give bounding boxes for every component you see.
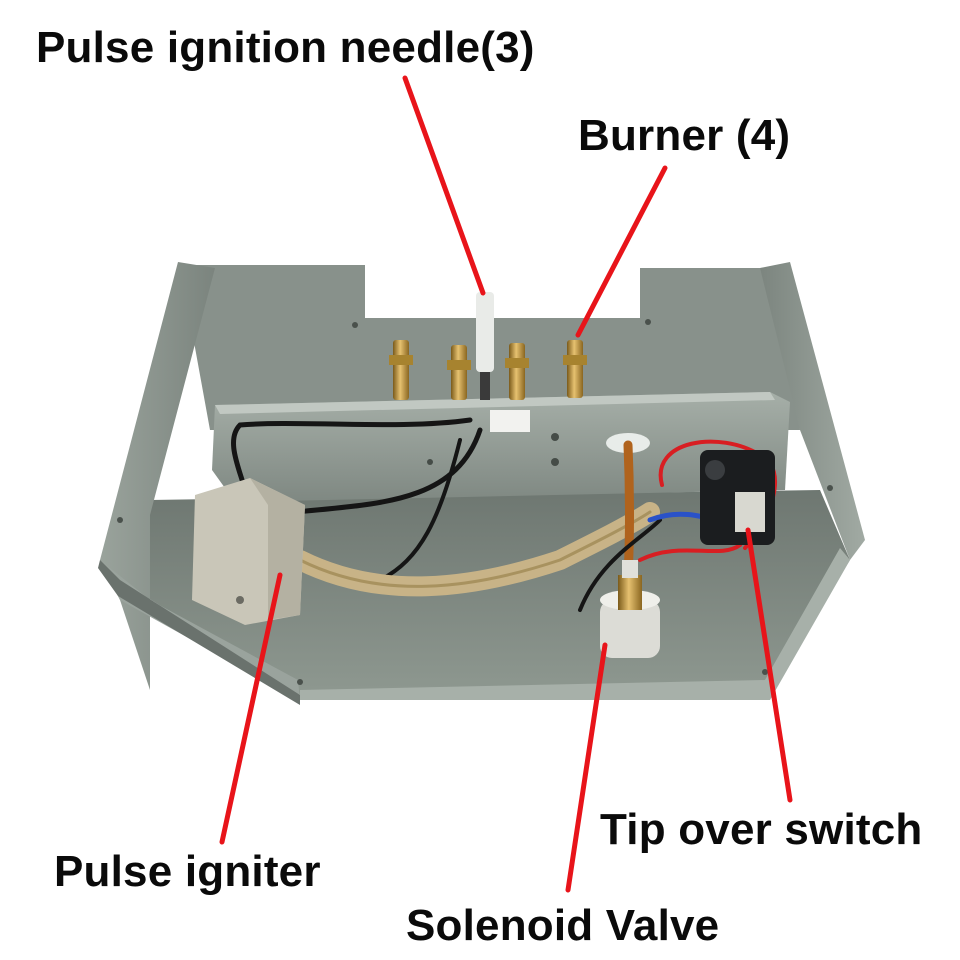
label-solenoid-valve: Solenoid Valve	[406, 901, 720, 950]
burner-nozzles	[389, 340, 587, 400]
label-pulse-igniter: Pulse igniter	[54, 847, 321, 896]
leader-needle	[402, 75, 486, 296]
igniter-box	[192, 478, 305, 625]
leader-tip-switch	[745, 527, 793, 803]
tip-switch	[700, 450, 775, 545]
label-burner: Burner (4)	[578, 111, 791, 160]
solenoid-valve	[600, 560, 660, 658]
leader-valve	[565, 642, 608, 893]
leader-igniter	[219, 572, 283, 845]
leader-lines	[219, 75, 793, 893]
label-ignition-needle: Pulse ignition needle(3)	[36, 23, 535, 72]
ignition-needle	[476, 292, 530, 432]
leader-burner	[575, 165, 668, 338]
label-tip-over-switch: Tip over switch	[600, 805, 923, 854]
